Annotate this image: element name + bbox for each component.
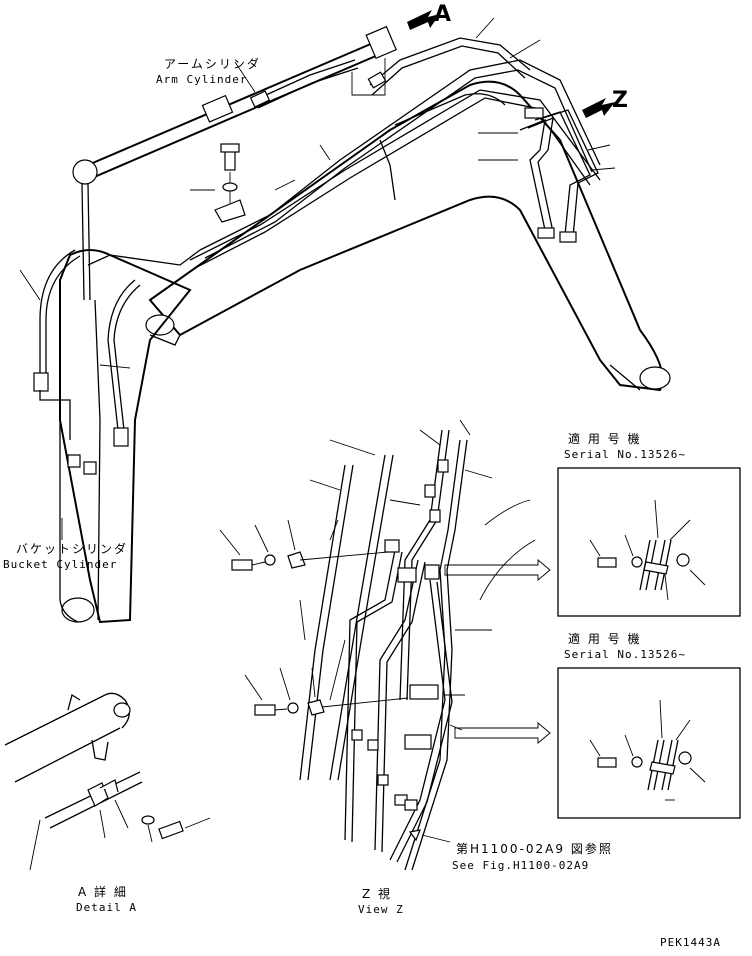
arm-cylinder-label-en: Arm Cylinder [156,73,248,86]
view-a-letter: A [434,2,452,27]
detail-a-title-jp: A 詳 細 [78,885,128,899]
bucket-hoses [33,249,201,475]
serial-number-1: Serial No.13526~ [564,448,686,461]
figure-reference-en: See Fig.H1100-02A9 [452,859,590,872]
serial-header-jp-1: 適 用 号 機 [568,432,642,446]
leader-lines-top [19,17,616,369]
drawing-code: PEK1443A [660,936,721,949]
view-z-clamp-group-1 [219,519,400,571]
clamp-bolt-group-upper [214,143,246,223]
serial-number-2: Serial No.13526~ [564,648,686,661]
view-z-letter: Z [612,88,628,113]
serial-arrows [444,559,551,744]
detail-a-drawing [4,692,211,871]
view-arrows [407,10,615,118]
bucket-cylinder-label-jp: バケットシリンダ [16,542,129,556]
serial-box-2 [557,667,741,819]
z-tip-pipes [519,107,599,243]
serial-box-1 [557,467,741,617]
view-z-drawing [299,419,536,871]
detail-a-title-en: Detail A [76,901,137,914]
view-z-clamp-group-2 [244,667,409,716]
figure-reference-jp: 第H1100-02A9 図参照 [456,842,613,856]
arm-cylinder [72,25,397,301]
arm-outline [59,249,192,624]
view-z-title-en: View Z [358,903,404,916]
boom-outline [145,80,671,392]
serial-header-jp-2: 適 用 号 機 [568,632,642,646]
arm-cylinder-label-jp: アームシリンダ [164,57,261,71]
boom-pipes [189,37,601,269]
bucket-cylinder-label-en: Bucket Cylinder [3,558,118,571]
view-z-title-jp: Z 視 [362,887,393,901]
